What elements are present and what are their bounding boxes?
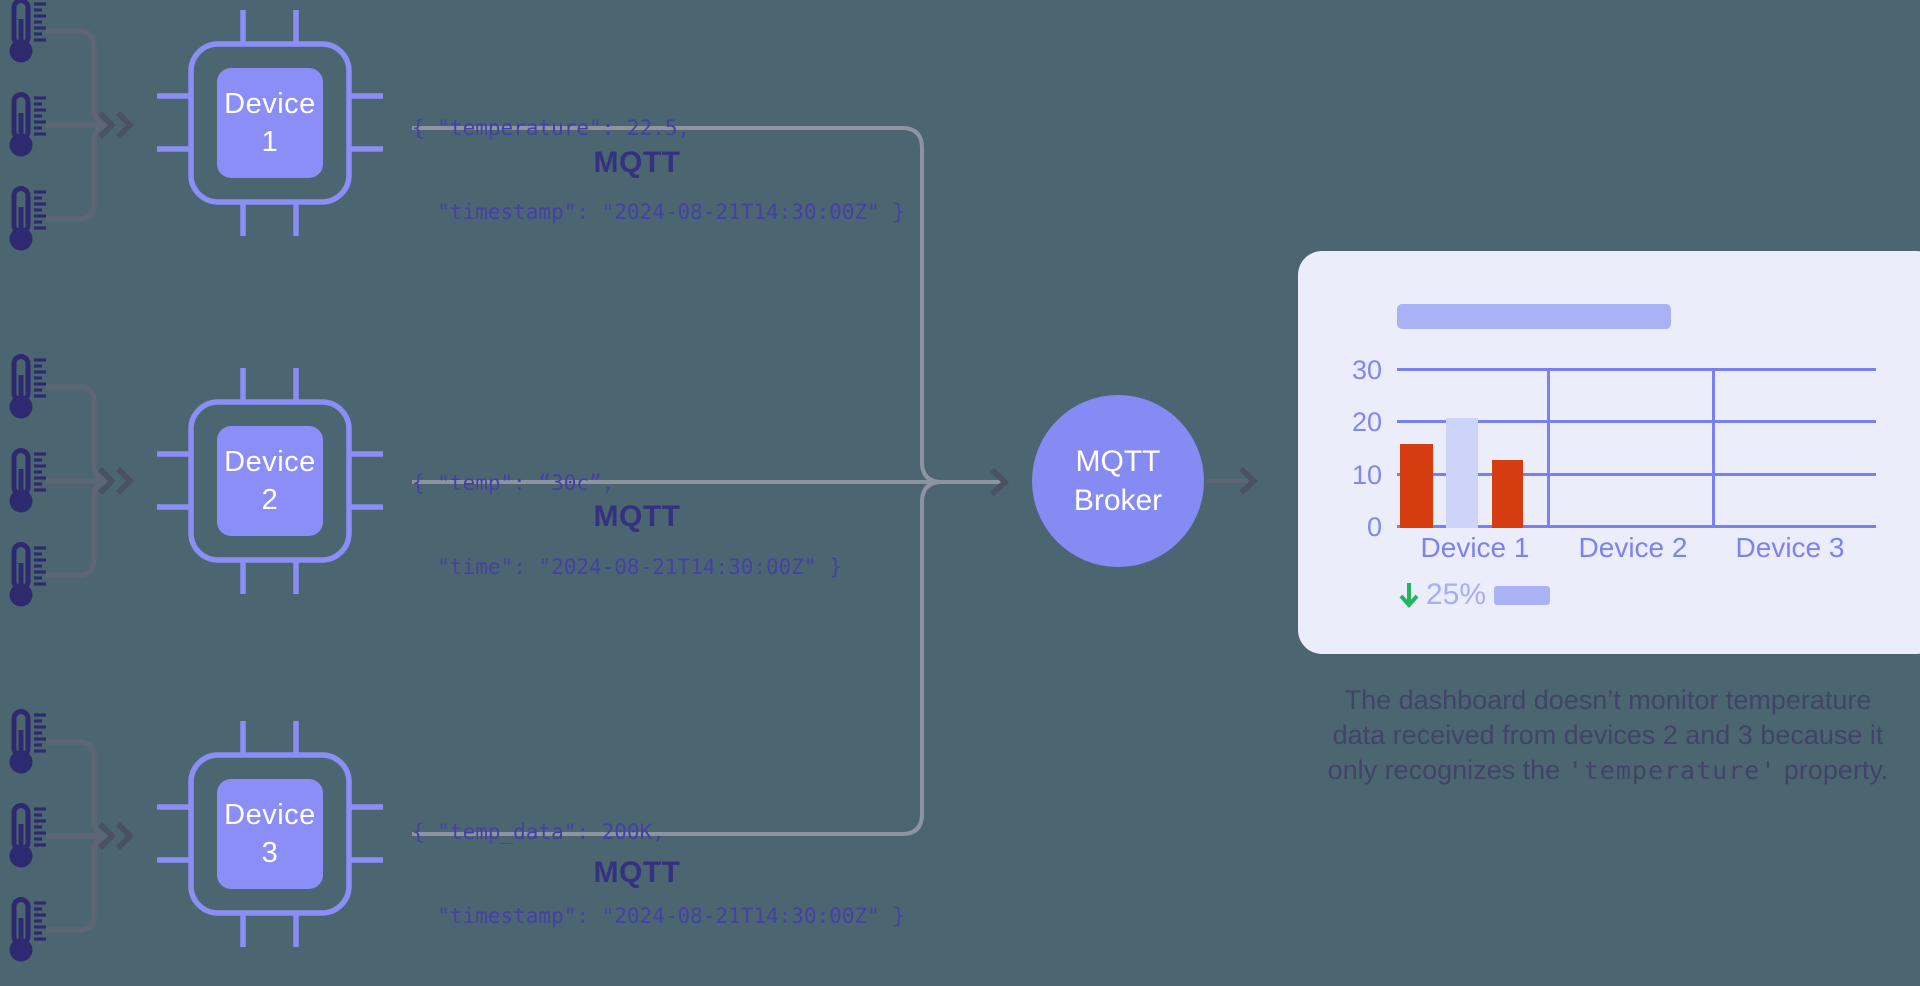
gridline-10 [1397, 473, 1876, 476]
caption-line: The dashboard doesn’t monitor temperatur… [1344, 685, 1872, 715]
sensor-merge-connector-2 [46, 384, 116, 578]
broker-label-line: MQTT [1075, 445, 1161, 478]
sensor-group-device-1 [10, 1, 47, 251]
device-2-label: Device 2 [217, 426, 323, 536]
thermometer-icon [10, 1, 47, 63]
device-3-payload: { "temp_data": 200K, "timestamp": "2024-… [412, 762, 905, 986]
thermometer-icon [10, 357, 47, 419]
thermometer-icon [10, 189, 47, 251]
device-2-chip-icon [157, 368, 383, 594]
device-1-label: Device 1 [217, 68, 323, 178]
device-label-number: 2 [261, 484, 279, 516]
double-chevron-arrow-icon [98, 111, 134, 139]
gridline-30 [1397, 368, 1876, 371]
chart-title-placeholder-bar [1397, 304, 1671, 329]
device-label-number: 1 [261, 126, 279, 158]
sensor-merge-connector-3 [46, 739, 116, 933]
y-tick-label: 10 [1351, 460, 1382, 490]
device-label-number: 3 [261, 837, 279, 869]
thermometer-icon [10, 712, 47, 774]
thermometer-icon [10, 451, 47, 513]
protocol-label-3: MQTT [593, 856, 681, 889]
gridline-0-baseline [1397, 525, 1876, 528]
dashboard-card: 30 20 10 0 Device 1 Device 2 Device 3 25… [1298, 251, 1920, 654]
bar-reading-c [1492, 460, 1523, 528]
trend-legend-placeholder-bar [1494, 585, 1551, 605]
device-3-label: Device 3 [217, 779, 323, 889]
arrow-down-icon [1399, 583, 1419, 609]
x-tick-label-device-1: Device 1 [1420, 532, 1530, 563]
bar-reading-b [1446, 418, 1478, 528]
device-label-word: Device [224, 799, 316, 831]
device-label-word: Device [224, 88, 316, 120]
y-tick-label: 0 [1366, 512, 1382, 542]
mqtt-broker-label: MQTT Broker [1034, 442, 1202, 520]
broker-label-line: Broker [1073, 484, 1163, 517]
bar-plot-area [1397, 368, 1876, 528]
double-chevron-arrow-icon [98, 467, 134, 495]
protocol-label-2: MQTT [593, 500, 681, 533]
protocol-label-1: MQTT [593, 146, 681, 179]
caption-line: only recognizes the 'temperature' proper… [1327, 755, 1889, 785]
payload-line: "time": "2024-08-21T14:30:00Z" } [412, 555, 842, 579]
payload-line: "timestamp": "2024-08-21T14:30:00Z" } [412, 200, 906, 224]
device-1-payload: { "temperature": 22.5, "timestamp": "202… [412, 58, 905, 282]
device-2-payload: { "temp": “30c”, "time": "2024-08-21T14:… [412, 413, 842, 637]
sensor-merge-connector-1 [46, 28, 116, 222]
trend-percentage: 25% [1426, 578, 1487, 611]
diagram-shapes [0, 0, 1259, 964]
device-1-chip-icon [157, 10, 383, 236]
y-tick-label: 20 [1351, 407, 1382, 437]
thermometer-icon [10, 95, 47, 157]
payload-line: "timestamp": "2024-08-21T14:30:00Z" } [412, 904, 906, 928]
caption-line: data received from devices 2 and 3 becau… [1332, 720, 1884, 750]
caption-code-token: 'temperature' [1567, 756, 1777, 785]
gridline-vertical [1712, 368, 1715, 528]
dashboard-caption: The dashboard doesn’t monitor temperatur… [1288, 683, 1920, 788]
x-tick-label-device-2: Device 2 [1578, 532, 1688, 563]
payload-line: { "temperature": 22.5, [412, 116, 691, 140]
double-chevron-arrow-icon [98, 822, 134, 850]
chevron-arrow-icon [990, 467, 1010, 497]
thermometer-icon [10, 806, 47, 868]
payload-line: { "temp_data": 200K, [412, 820, 665, 844]
sensor-group-device-3 [10, 712, 47, 962]
thermometer-icon [10, 900, 47, 962]
device-label-word: Device [224, 446, 316, 478]
trend-badge: 25% [1398, 578, 1551, 611]
diagram-canvas: Device 1 Device 2 Device 3 { "temperatur… [0, 0, 1920, 964]
x-tick-label-device-3: Device 3 [1735, 532, 1845, 563]
sensor-group-device-2 [10, 357, 47, 607]
mqtt-broker-node [1032, 395, 1204, 567]
bar-reading-a [1400, 444, 1433, 528]
gridline-20 [1397, 420, 1876, 423]
y-tick-label: 30 [1351, 355, 1382, 385]
device-3-chip-icon [157, 721, 383, 947]
payload-line: { "temp": “30c”, [412, 471, 615, 495]
thermometer-icon [10, 545, 47, 607]
chevron-arrow-icon [1239, 466, 1259, 496]
mqtt-merge-connector [412, 126, 1002, 836]
gridline-vertical [1547, 368, 1550, 528]
